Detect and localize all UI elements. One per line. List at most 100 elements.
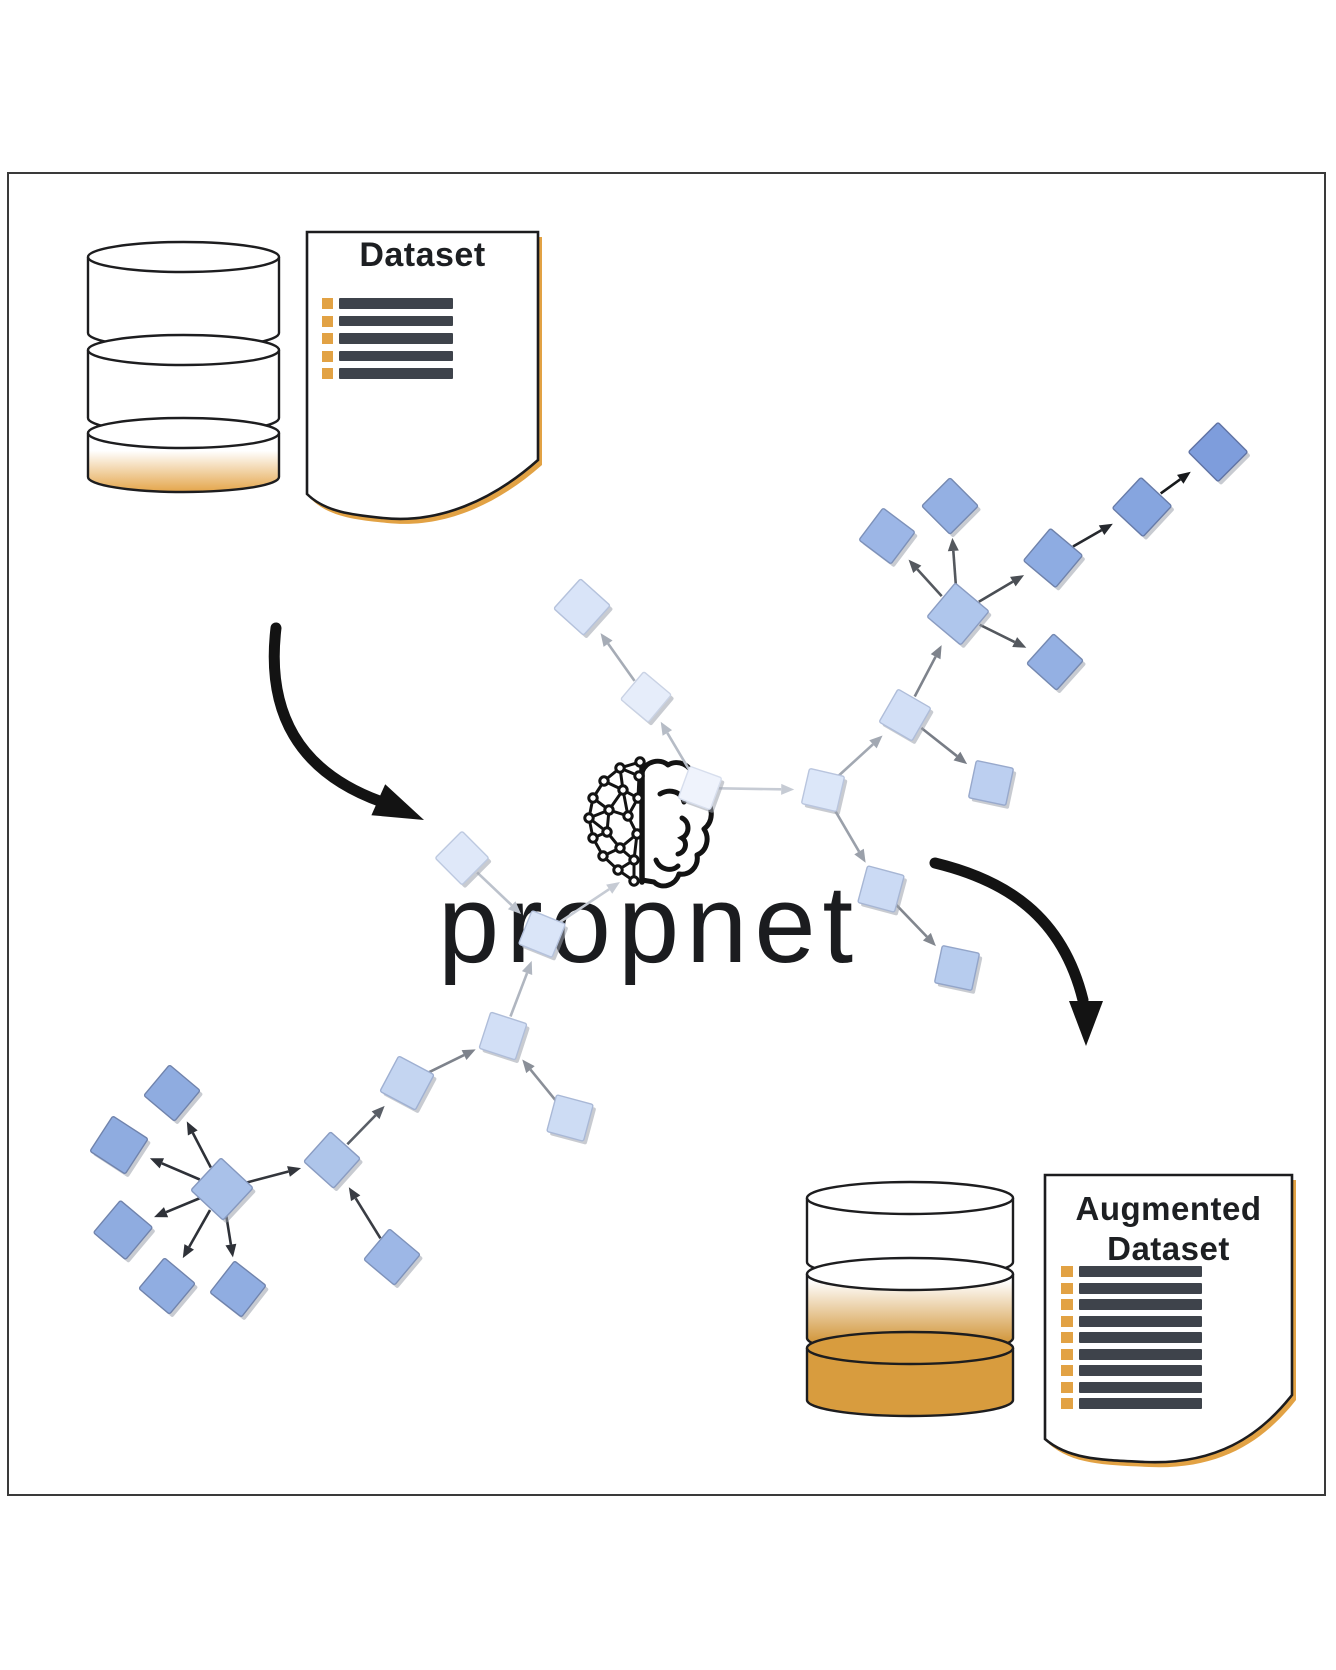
doc-row <box>322 333 453 344</box>
graph-edge <box>979 623 1016 644</box>
graph-node <box>138 1257 196 1315</box>
bullet-square <box>1061 1381 1073 1393</box>
graph-node <box>968 760 1014 806</box>
graph-node <box>678 766 722 810</box>
arrowhead-icon <box>869 735 883 749</box>
arrowhead-icon <box>521 960 533 976</box>
doc-row <box>1061 1365 1202 1376</box>
arrowhead-icon <box>507 901 522 915</box>
propnet-logo-text: propnet <box>438 863 861 986</box>
arrowhead-icon <box>461 1049 476 1061</box>
data-bar <box>1079 1381 1202 1393</box>
graph-node <box>435 831 489 885</box>
graph-node <box>857 865 905 913</box>
graph-node <box>927 583 989 645</box>
arrowhead-icon <box>1177 471 1191 484</box>
graph-edge <box>1072 529 1103 548</box>
doc-row <box>322 298 453 309</box>
arrowhead-icon <box>154 1207 169 1218</box>
arrowhead-icon <box>186 1121 198 1136</box>
graph-node <box>478 1011 528 1061</box>
graph-node <box>1026 633 1084 691</box>
graph-edge <box>920 726 958 758</box>
data-bar <box>1079 1332 1202 1343</box>
bullet-square <box>1061 1266 1073 1277</box>
data-bar <box>339 298 453 309</box>
bullet-square <box>322 350 333 362</box>
graph-edge <box>607 642 636 682</box>
doc-row <box>322 350 453 362</box>
data-bar <box>1079 1398 1202 1409</box>
graph-edge <box>509 972 529 1017</box>
graph-node <box>191 1158 253 1220</box>
doc-row <box>1061 1348 1202 1360</box>
arrowhead-icon <box>606 882 620 894</box>
graph-node <box>934 945 980 991</box>
doc-row <box>1061 1266 1202 1277</box>
graph-edge <box>476 871 513 907</box>
curved-arrow-icon <box>268 622 424 820</box>
graph-edge <box>718 787 782 791</box>
graph-edge <box>161 1162 201 1181</box>
graph-edge <box>165 1197 201 1214</box>
graph-node <box>363 1228 421 1286</box>
bullet-square <box>322 315 333 327</box>
data-bar <box>1079 1299 1202 1310</box>
data-bar <box>1079 1365 1202 1376</box>
graph-edge <box>1159 478 1182 495</box>
database-icon <box>86 240 281 494</box>
graph-node <box>1112 477 1172 537</box>
graph-edge <box>916 568 943 597</box>
graph-edge <box>188 1209 212 1248</box>
graph-edge <box>978 580 1014 603</box>
input-doc-title: Dataset <box>359 236 486 274</box>
arrowhead-icon <box>908 559 922 573</box>
graph-edge <box>354 1197 382 1239</box>
bullet-square <box>322 298 333 309</box>
output-doc-title-line1: Augmented <box>1075 1190 1262 1227</box>
graph-edge <box>191 1132 212 1169</box>
arrowhead-icon <box>854 848 866 863</box>
arrowhead-icon <box>660 721 673 736</box>
data-bar <box>339 350 453 362</box>
graph-edge <box>529 1068 558 1103</box>
bullet-square <box>1061 1299 1073 1310</box>
graph-node <box>1188 422 1248 482</box>
output-doc-rows <box>1061 1266 1202 1409</box>
data-bar <box>339 368 453 379</box>
arrowhead-icon <box>922 932 936 947</box>
arrowhead-icon <box>348 1187 361 1202</box>
arrowhead-icon <box>781 783 795 795</box>
doc-row <box>322 315 453 327</box>
graph-edge <box>894 903 928 938</box>
graph-node <box>518 910 566 958</box>
curved-arrow-icon <box>929 857 1103 1046</box>
graph-node <box>859 508 915 564</box>
bullet-square <box>1061 1398 1073 1409</box>
arrowhead-icon <box>1010 575 1025 587</box>
graph-edge <box>426 1053 465 1075</box>
data-bar <box>1079 1348 1202 1360</box>
graph-nodes <box>90 422 1250 1320</box>
database-icon <box>805 1180 1015 1418</box>
graph-node <box>90 1116 148 1174</box>
doc-row <box>322 368 453 379</box>
graph-node <box>801 768 845 812</box>
doc-row <box>1061 1299 1202 1310</box>
doc-row <box>1061 1381 1202 1393</box>
arrowhead-icon <box>1012 637 1027 648</box>
arrowhead-icon <box>930 645 942 660</box>
arrowhead-icon <box>600 633 613 647</box>
arrowhead-icon <box>225 1243 237 1258</box>
data-bar <box>1079 1315 1202 1327</box>
graph-node <box>143 1064 201 1122</box>
output-doc-title-line2: Dataset <box>1107 1230 1230 1267</box>
arrowhead-icon <box>522 1059 535 1074</box>
bullet-square <box>1061 1332 1073 1343</box>
graph-node <box>620 671 672 723</box>
data-bar <box>1079 1282 1202 1294</box>
graph-node <box>879 689 931 741</box>
graph-edge <box>666 732 692 773</box>
